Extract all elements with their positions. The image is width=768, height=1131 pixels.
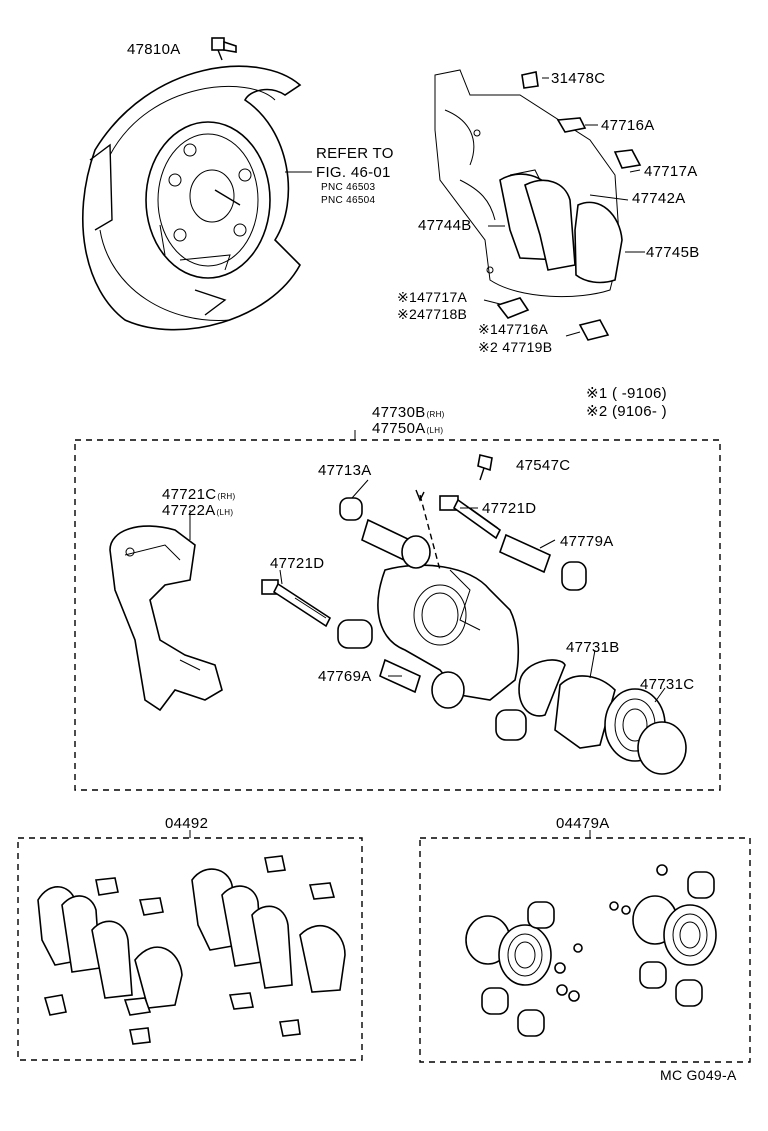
diagram-code: MC G049-A: [660, 1067, 737, 1083]
part-label: 47744B: [418, 217, 472, 234]
bushing-icon: [481, 864, 715, 1037]
refer-label: REFER TO: [316, 145, 394, 162]
part-label: 04479A: [556, 815, 610, 832]
guide-pin-icon: [361, 518, 551, 694]
part-label: 47716A: [601, 117, 655, 134]
part-label: 47713A: [318, 462, 372, 479]
part-label: 47731B: [566, 639, 620, 656]
part-label: 47779A: [560, 533, 614, 550]
note-label: ※2 (9106- ): [586, 403, 667, 420]
part-label: ※147717A: [397, 289, 468, 305]
pad-kit-frame: [17, 837, 363, 1061]
part-label: 47750A(LH): [372, 420, 444, 437]
pnc-label: PNC 46503: [321, 182, 376, 193]
bushing-icon: [337, 497, 587, 741]
part-label: 47721D: [482, 500, 537, 517]
caliper-assembly-frame: [74, 439, 721, 791]
piston-seal-icon: [465, 895, 717, 986]
clip-icon: [496, 71, 642, 341]
part-label: ※247718B: [397, 306, 468, 322]
part-label: ※2 47719B: [478, 339, 553, 355]
part-label: 31478C: [551, 70, 606, 87]
bolt-icon: [211, 37, 237, 61]
part-label: 47810A: [127, 41, 181, 58]
bolt-icon: [261, 495, 502, 628]
part-label: 47721D: [270, 555, 325, 572]
part-label: 47769A: [318, 668, 372, 685]
clip-icon: [43, 855, 336, 1045]
figure-reference: FIG. 46-01: [316, 164, 391, 181]
part-label: 47731C: [640, 676, 695, 693]
part-label: 47730B(RH): [372, 404, 445, 421]
piston-seal-icon: [518, 659, 687, 775]
part-label: 47745B: [646, 244, 700, 261]
note-label: ※1 ( -9106): [586, 385, 667, 402]
pnc-label: PNC 46504: [321, 195, 376, 206]
part-label: 47717A: [644, 163, 698, 180]
backing-plate-icon: [82, 65, 302, 331]
part-label: 04492: [165, 815, 209, 832]
part-label: 47547C: [516, 457, 571, 474]
part-label: 47722A(LH): [162, 502, 234, 519]
brake-pad-icon: [37, 868, 346, 1009]
part-label: 47742A: [632, 190, 686, 207]
seal-kit-frame: [419, 837, 751, 1063]
caliper-icon: [434, 69, 621, 298]
mounting-bracket-icon: [109, 525, 223, 712]
caliper-body-icon: [377, 489, 520, 701]
brake-pad-icon: [499, 169, 623, 284]
part-label: 47721C(RH): [162, 486, 236, 503]
part-label: ※147716A: [478, 321, 549, 337]
bleeder-screw-icon: [477, 454, 493, 481]
